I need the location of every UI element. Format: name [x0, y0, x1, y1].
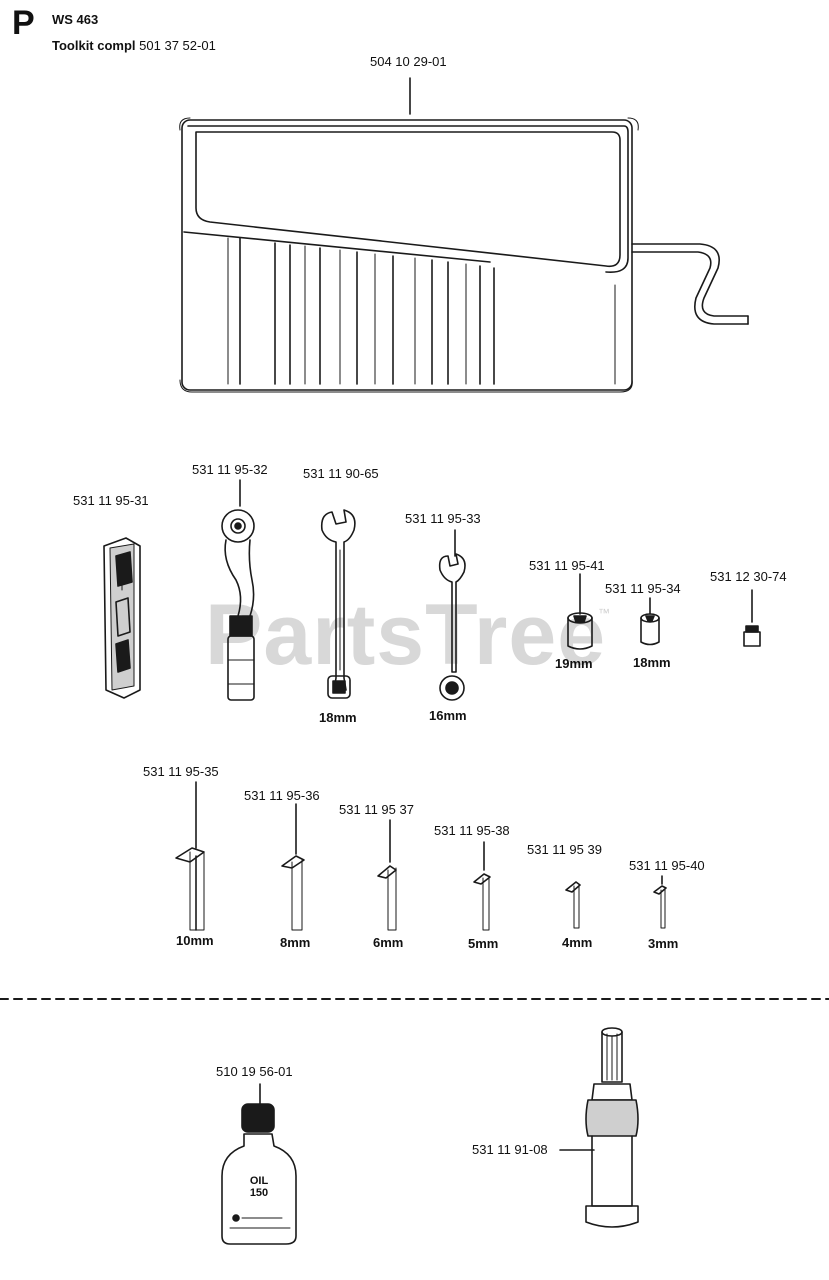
part-number-hex-5[interactable]: 531 11 95-38 [434, 823, 510, 838]
hex-key-10-drawing[interactable] [175, 781, 205, 931]
size-wrench-16: 16mm [429, 708, 467, 723]
size-hex-6: 6mm [373, 935, 404, 950]
bottle-label-line2: 150 [249, 1186, 269, 1199]
part-number-hex-6[interactable]: 531 11 95 37 [339, 802, 414, 817]
size-wrench-18: 18mm [319, 710, 357, 725]
part-number-grease-gun[interactable]: 531 11 91-08 [472, 1142, 548, 1157]
part-number-hex-10[interactable]: 531 11 95-35 [143, 764, 219, 779]
socket-19-drawing[interactable] [567, 573, 593, 650]
part-number-hex-8[interactable]: 531 11 95-36 [244, 788, 320, 803]
oil-bottle-drawing[interactable] [221, 1083, 297, 1245]
hex-key-5-drawing[interactable] [473, 841, 491, 931]
part-number-screwdriver[interactable]: 531 11 95-31 [73, 493, 149, 508]
part-number-tool-roll[interactable]: 504 10 29-01 [370, 54, 447, 69]
hex-key-4-drawing[interactable] [565, 881, 581, 929]
watermark: PartsTree [205, 587, 607, 683]
size-socket-18: 18mm [633, 655, 671, 670]
part-number-socket-19[interactable]: 531 11 95-41 [529, 558, 605, 573]
screwdriver-drawing[interactable] [103, 537, 141, 699]
kit-title-row: Toolkit compl 501 37 52-01 [52, 38, 216, 53]
bottle-label-line1: OIL [249, 1175, 269, 1187]
part-number-wrench-16[interactable]: 531 11 95-33 [405, 511, 481, 526]
socket-18-drawing[interactable] [640, 597, 660, 646]
bottle-label: OIL 150 [248, 1175, 270, 1199]
ratchet-drawing[interactable] [221, 479, 255, 701]
size-socket-19: 19mm [555, 656, 593, 671]
section-letter: P [12, 4, 35, 42]
size-hex-3: 3mm [648, 936, 679, 951]
part-number-hex-4[interactable]: 531 11 95 39 [527, 842, 602, 857]
part-number-adapter[interactable]: 531 12 30-74 [710, 569, 787, 584]
model-name: WS 463 [52, 12, 99, 27]
part-number-oil-bottle[interactable]: 510 19 56-01 [216, 1064, 293, 1079]
part-number-hex-3[interactable]: 531 11 95-40 [629, 858, 705, 873]
kit-title: Toolkit compl [52, 38, 136, 53]
part-number-socket-18[interactable]: 531 11 95-34 [605, 581, 681, 596]
size-hex-8: 8mm [280, 935, 311, 950]
hex-key-6-drawing[interactable] [377, 819, 397, 931]
adapter-drawing[interactable] [743, 589, 761, 647]
size-hex-5: 5mm [468, 936, 499, 951]
kit-part-number: 501 37 52-01 [139, 38, 216, 53]
wrench-16-drawing[interactable] [438, 529, 466, 701]
part-number-wrench-18[interactable]: 531 11 90-65 [303, 466, 379, 481]
size-hex-10: 10mm [176, 933, 214, 948]
part-number-ratchet[interactable]: 531 11 95-32 [192, 462, 268, 477]
watermark-trademark: ™ [598, 606, 610, 620]
hex-key-8-drawing[interactable] [281, 803, 305, 931]
size-hex-4: 4mm [562, 935, 593, 950]
hex-key-3-drawing[interactable] [653, 875, 667, 929]
wrench-18-drawing[interactable] [320, 509, 356, 699]
tool-roll-drawing[interactable] [179, 77, 749, 393]
grease-gun-drawing[interactable] [559, 1027, 639, 1228]
